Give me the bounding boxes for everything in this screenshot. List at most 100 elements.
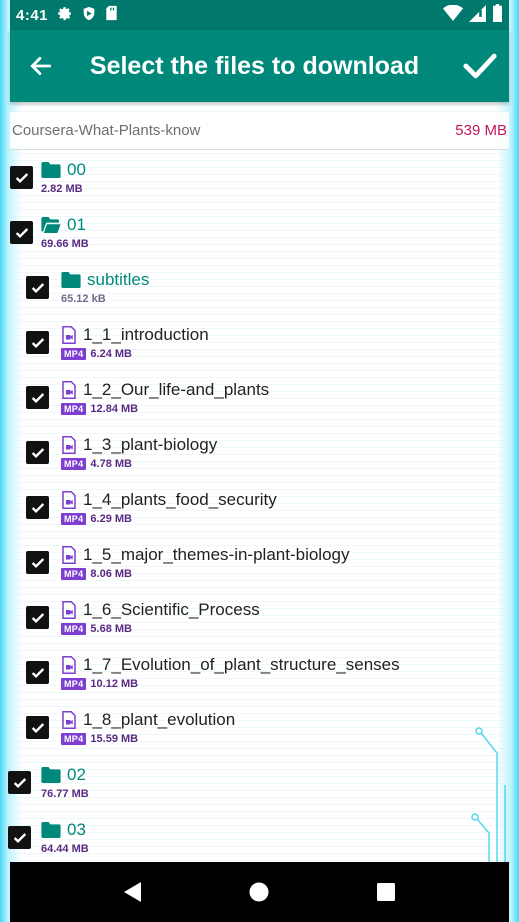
check-icon <box>31 337 44 348</box>
navigation-bar <box>10 862 509 922</box>
list-item[interactable]: 1_7_Evolution_of_plant_structure_senses … <box>26 645 400 700</box>
folder-name: 01 <box>67 215 86 234</box>
checkbox[interactable] <box>26 496 49 519</box>
list-item[interactable]: 1_5_major_themes-in-plant-biology MP4 8.… <box>26 535 349 590</box>
page-title: Select the files to download <box>89 51 420 80</box>
folder-size: 64.44 MB <box>41 843 89 855</box>
file-type-badge: MP4 <box>61 623 87 635</box>
checkbox[interactable] <box>10 166 33 189</box>
video-file-icon <box>62 546 76 564</box>
course-header: Coursera-What-Plants-know 539 MB <box>10 112 509 150</box>
gear-icon <box>56 5 73 26</box>
checkbox[interactable] <box>26 386 49 409</box>
check-icon <box>31 667 44 678</box>
checkbox[interactable] <box>26 551 49 574</box>
file-size: 10.12 MB <box>90 678 139 690</box>
folder-name: 02 <box>67 765 86 784</box>
list-item[interactable]: 1_6_Scientific_Process MP4 5.68 MB <box>26 590 260 645</box>
video-file-icon <box>62 711 76 729</box>
file-name: 1_7_Evolution_of_plant_structure_senses <box>83 655 400 674</box>
check-icon <box>31 612 44 623</box>
folder-name: 03 <box>67 820 86 839</box>
confirm-button[interactable] <box>451 36 509 96</box>
checkbox[interactable] <box>8 771 31 794</box>
folder-icon <box>41 162 61 178</box>
folder-size: 76.77 MB <box>41 788 89 800</box>
square-recents-icon <box>376 883 395 901</box>
folder-icon <box>41 767 61 783</box>
back-button[interactable] <box>16 36 66 96</box>
nav-home-button[interactable] <box>239 872 279 912</box>
back-arrow-icon <box>30 57 52 75</box>
course-size: 539 MB <box>455 122 507 139</box>
course-name: Coursera-What-Plants-know <box>12 122 201 139</box>
file-type-badge: MP4 <box>61 733 87 745</box>
video-file-icon <box>62 601 76 619</box>
check-icon <box>31 722 44 733</box>
checkbox[interactable] <box>8 826 31 849</box>
file-name: 1_1_introduction <box>83 325 209 344</box>
list-item[interactable]: 01 69.66 MB <box>10 205 89 260</box>
list-item[interactable]: 1_3_plant-biology MP4 4.78 MB <box>26 425 217 480</box>
file-type-badge: MP4 <box>61 348 87 360</box>
check-icon <box>31 502 44 513</box>
nav-recents-button[interactable] <box>366 872 406 912</box>
check-icon <box>15 227 28 238</box>
file-name: 1_3_plant-biology <box>83 435 218 454</box>
list-item[interactable]: 03 64.44 MB <box>8 810 89 865</box>
checkbox[interactable] <box>26 606 49 629</box>
folder-size: 2.82 MB <box>41 183 83 195</box>
triangle-back-icon <box>124 882 142 902</box>
folder-icon <box>61 272 81 288</box>
folder-name: 00 <box>67 160 86 179</box>
file-size: 12.84 MB <box>90 403 139 415</box>
video-file-icon <box>62 656 76 674</box>
file-type-badge: MP4 <box>61 678 87 690</box>
file-size: 15.59 MB <box>90 733 139 745</box>
list-item[interactable]: 02 76.77 MB <box>8 755 89 810</box>
folder-size: 65.12 kB <box>61 293 106 305</box>
wifi-icon <box>443 4 463 26</box>
video-file-icon <box>62 436 76 454</box>
file-name: 1_4_plants_food_security <box>83 490 277 509</box>
folder-icon <box>41 822 61 838</box>
folder-open-icon <box>41 217 61 233</box>
sd-card-icon <box>105 5 118 25</box>
checkbox[interactable] <box>26 331 49 354</box>
list-item[interactable]: 1_1_introduction MP4 6.24 MB <box>26 315 209 370</box>
file-name: 1_8_plant_evolution <box>83 710 236 729</box>
file-size: 6.29 MB <box>90 513 132 525</box>
battery-icon <box>492 4 503 26</box>
list-item[interactable]: 1_4_plants_food_security MP4 6.29 MB <box>26 480 277 535</box>
checkbox[interactable] <box>26 276 49 299</box>
video-file-icon <box>62 326 76 344</box>
file-name: 1_5_major_themes-in-plant-biology <box>83 545 350 564</box>
list-item[interactable]: 00 2.82 MB <box>10 150 86 205</box>
checkbox[interactable] <box>26 441 49 464</box>
check-icon <box>31 557 44 568</box>
file-type-badge: MP4 <box>61 513 87 525</box>
checkbox[interactable] <box>26 661 49 684</box>
list-item[interactable]: 1_8_plant_evolution MP4 15.59 MB <box>26 700 235 755</box>
folder-name: subtitles <box>87 270 150 289</box>
folder-size: 69.66 MB <box>41 238 89 250</box>
file-size: 4.78 MB <box>90 458 132 470</box>
file-size: 5.68 MB <box>90 623 132 635</box>
check-icon <box>13 832 26 843</box>
list-item[interactable]: subtitles 65.12 kB <box>26 260 149 315</box>
check-icon <box>31 447 44 458</box>
check-icon <box>13 777 26 788</box>
checkbox[interactable] <box>26 716 49 739</box>
list-item[interactable]: 1_2_Our_life-and_plants MP4 12.84 MB <box>26 370 269 425</box>
file-type-badge: MP4 <box>61 568 87 580</box>
signal-icon <box>469 4 486 26</box>
checkmark-icon <box>463 53 497 79</box>
circle-home-icon <box>249 882 269 902</box>
video-file-icon <box>62 491 76 509</box>
nav-back-button[interactable] <box>113 872 153 912</box>
checkbox[interactable] <box>10 221 33 244</box>
shield-icon <box>81 5 97 26</box>
file-type-badge: MP4 <box>61 403 87 415</box>
check-icon <box>31 392 44 403</box>
file-name: 1_2_Our_life-and_plants <box>83 380 270 399</box>
